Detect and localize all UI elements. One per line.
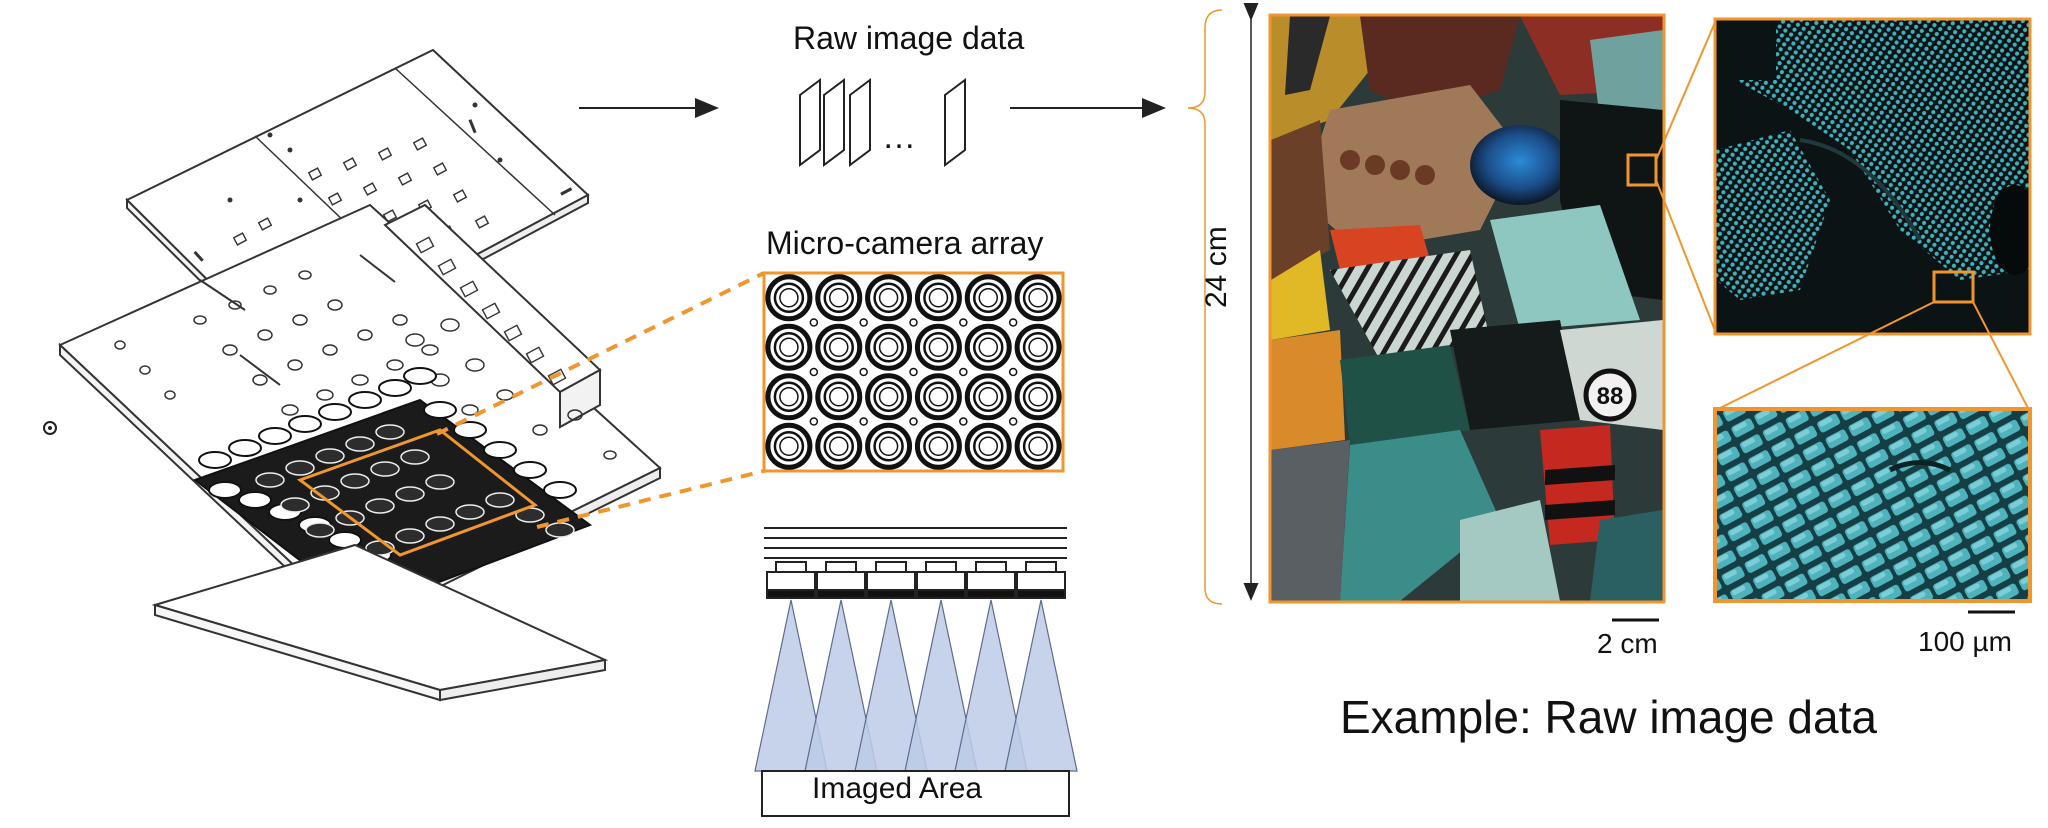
camera-lens-icon [914,323,962,371]
scale-label-100um: 100 µm [1918,626,2012,657]
camera-lens-icon [765,422,813,470]
zoom-detail-marker [1932,270,1975,304]
camera-lens-icon [1014,323,1062,371]
wing-scale-detail-image [1716,410,2029,600]
camera-lens-icon [865,422,913,470]
micro-camera-array-title: Micro-camera array [766,225,1044,261]
camera-lens-icon [765,323,813,371]
camera-lens-icon [914,373,962,421]
example-caption: Example: Raw image data [1340,691,1877,743]
camera-lens-icon [964,373,1012,421]
side-lens-module [766,561,816,599]
camera-lens-icon [964,422,1012,470]
imaged-area-box [761,770,1070,817]
micro-camera-array-grid [762,271,1065,473]
raw-data-bracket [1187,9,1223,605]
lens-barrel-array [192,367,593,612]
field-of-view-cone [1004,599,1078,772]
camera-lens-icon [865,323,913,371]
frames-ellipsis: … [882,118,916,156]
raw-image-frames [799,78,966,167]
camera-lens-icon [1014,274,1062,322]
image-frame-icon [799,78,821,167]
imaged-area-label: Imaged Area [812,772,983,805]
camera-lens-icon [765,274,813,322]
camera-lens-icon [765,373,813,421]
camera-lens-icon [865,274,913,322]
sample-platform [151,543,609,702]
side-lens-module [916,561,966,599]
callout-lines [436,271,765,529]
camera-lens-icon [1014,373,1062,421]
camera-lens-icon [815,274,863,322]
camera-lens-icon [1014,422,1062,470]
scale-label-2cm: 2 cm [1597,628,1658,659]
side-lens-module [1016,561,1066,599]
wing-numeral: 88 [1597,383,1624,410]
camera-side-view [754,527,1078,817]
image-frame-icon [849,78,871,167]
camera-lens-icon [964,274,1012,322]
camera-lens-icon [914,422,962,470]
side-lens-module [816,561,866,599]
camera-lens-icon [815,373,863,421]
camera-lens-icon [964,323,1012,371]
image-frame-icon [823,78,845,167]
image-frame-icon [944,78,966,167]
mosaic-zoom-marker [1626,153,1658,187]
camera-lens-icon [815,422,863,470]
camera-lens-icon [815,323,863,371]
butterfly-mosaic-image: 88 [1271,16,1663,601]
side-lens-module [966,561,1016,599]
raw-image-data-title: Raw image data [793,20,1025,56]
camera-lens-icon [865,373,913,421]
side-lens-module [866,561,916,599]
camera-lens-icon [914,274,962,322]
wing-zoom-image [1716,20,2029,333]
exploded-camera-assembly [58,48,662,702]
height-label: 24 cm [1200,226,1233,308]
target-marker-icon [43,421,57,435]
